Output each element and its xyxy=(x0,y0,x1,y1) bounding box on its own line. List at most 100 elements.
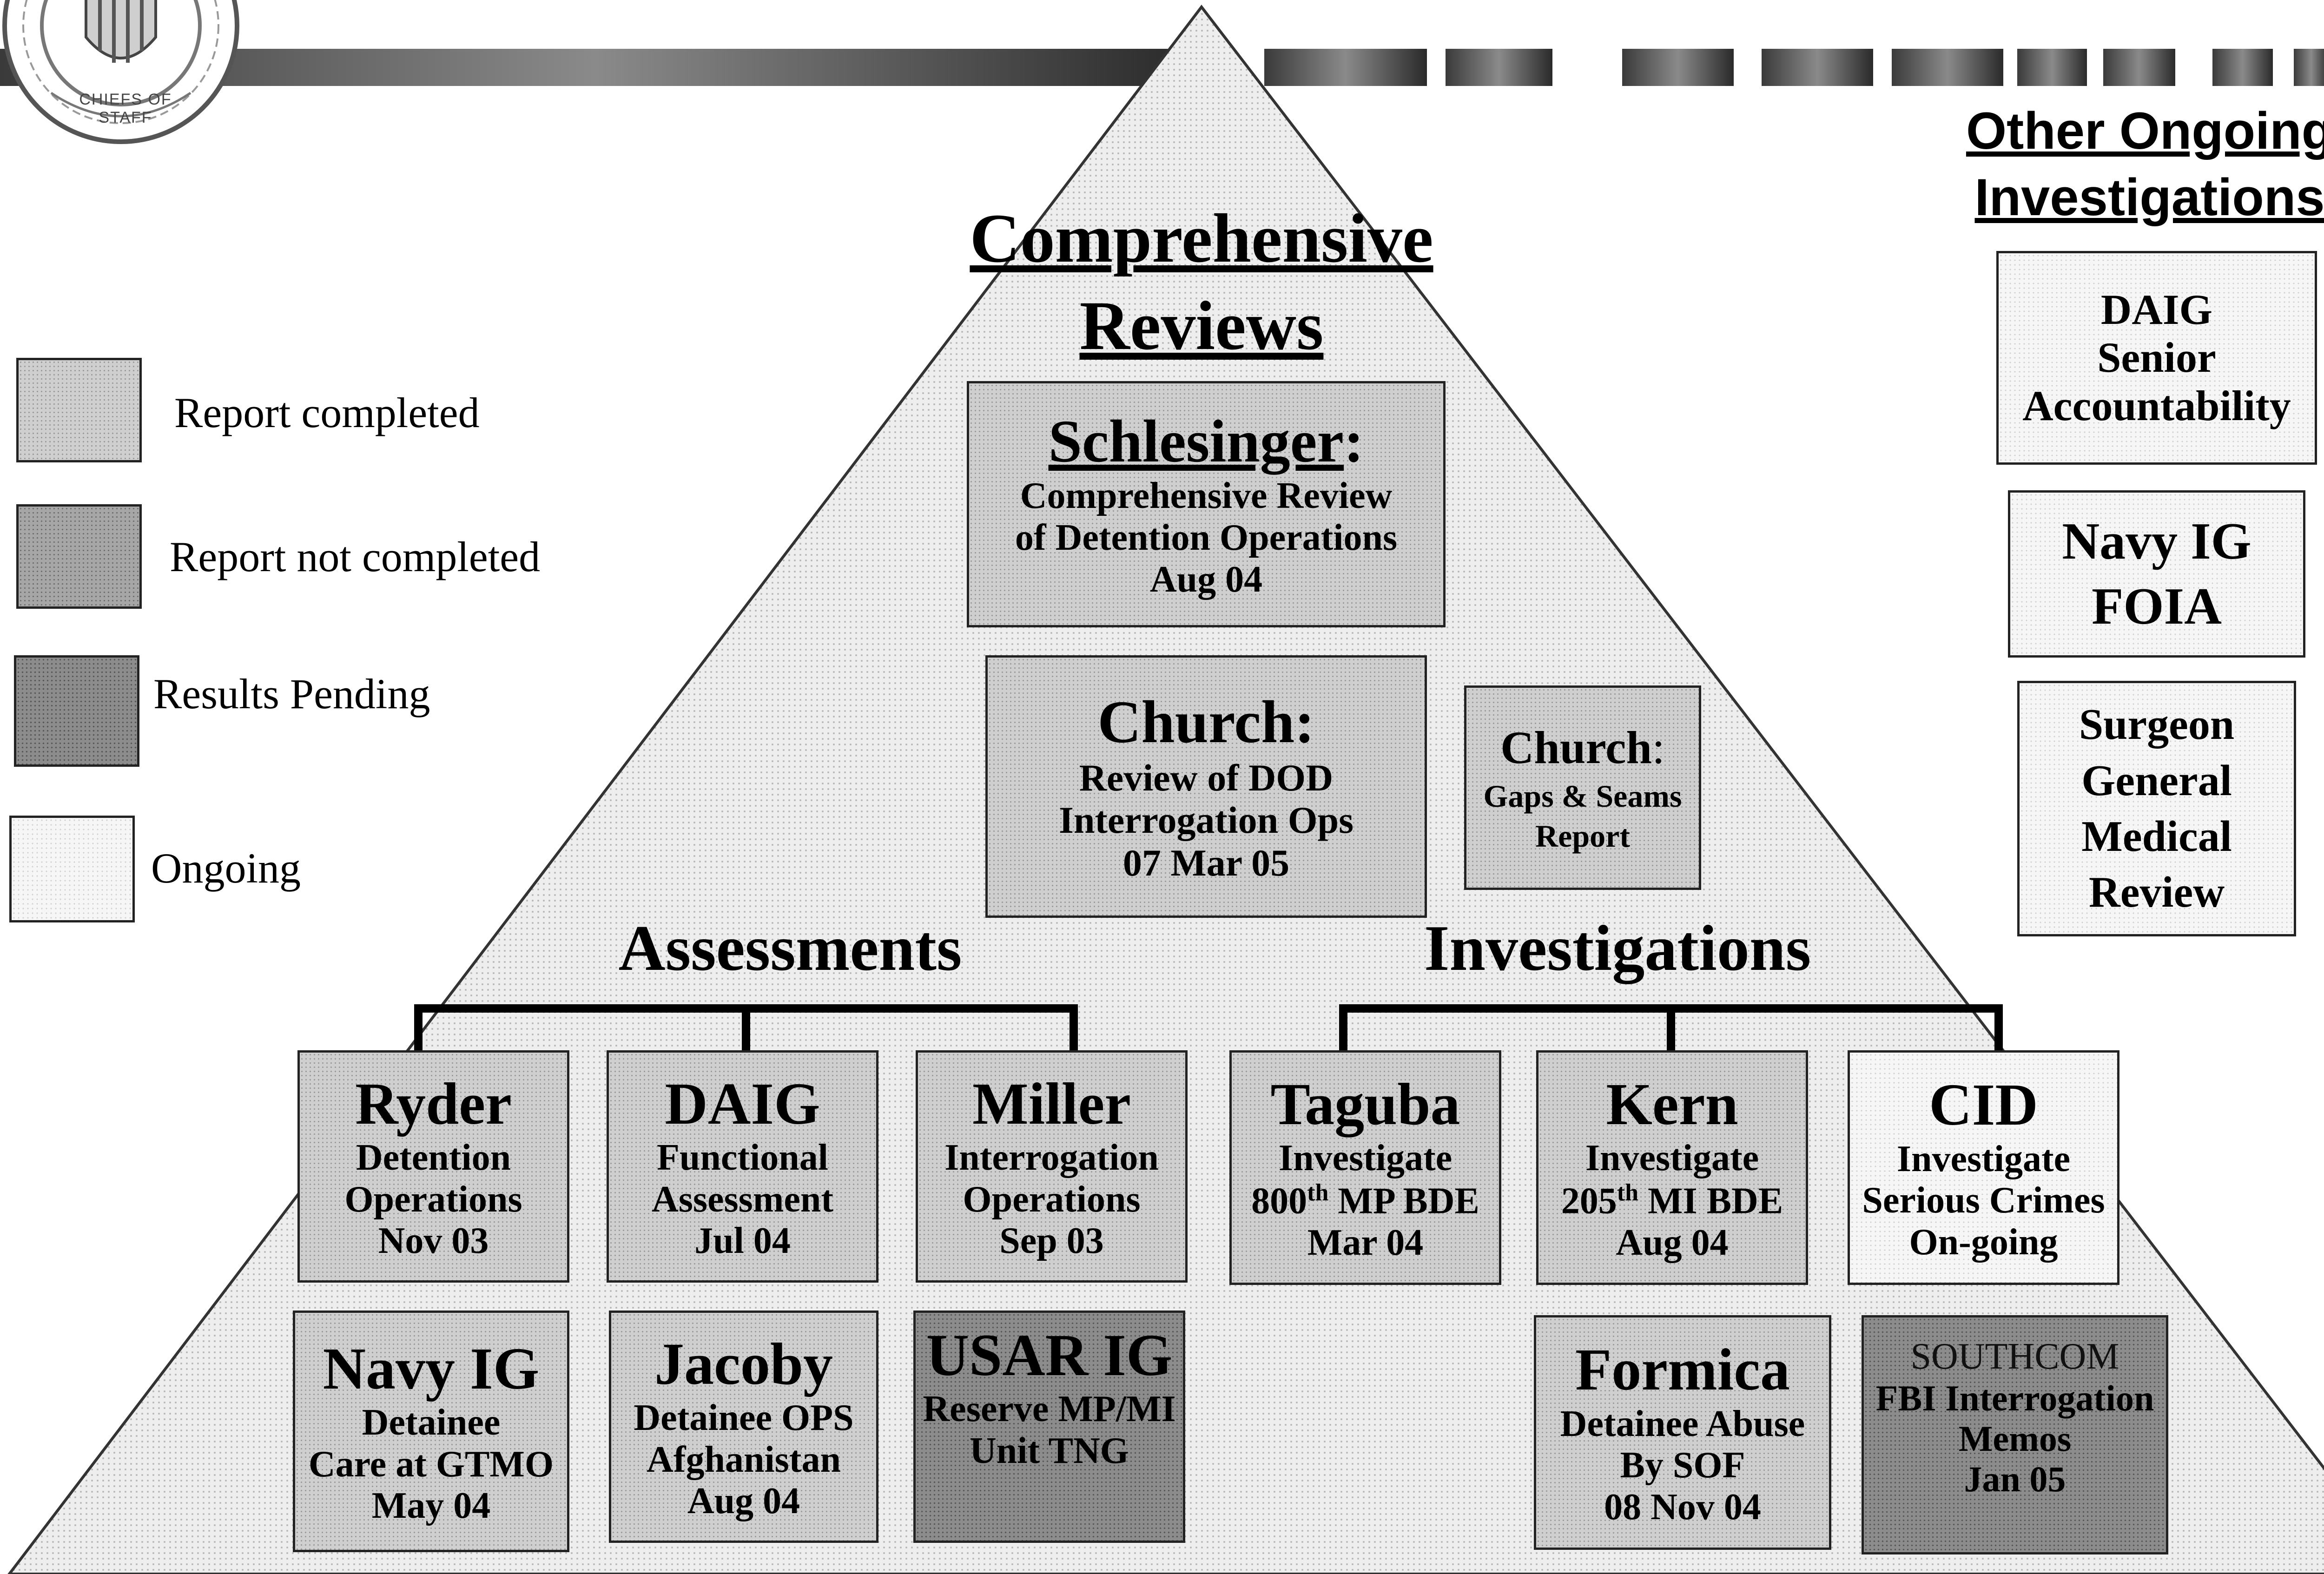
schlesinger-box: Schlesinger: Comprehensive Review of Det… xyxy=(967,381,1446,627)
ordinal-suffix: th xyxy=(1307,1179,1329,1206)
header-banner-bar xyxy=(0,49,2324,86)
legend-label-not-completed: Report not completed xyxy=(170,533,541,580)
legend-swatch-not-completed xyxy=(16,504,142,609)
box-line: Review xyxy=(2088,868,2225,917)
box-title: SOUTHCOM xyxy=(1910,1336,2119,1377)
taguba-box: Taguba Investigate 800th MP BDE Mar 04 xyxy=(1229,1050,1501,1285)
surgeon-general-review-box: Surgeon General Medical Review xyxy=(2017,681,2296,936)
box-line: Operations xyxy=(344,1179,522,1220)
navy-ig-foia-box: Navy IG FOIA xyxy=(2008,490,2305,658)
box-line: 205th MI BDE xyxy=(1561,1179,1783,1222)
box-line: FOIA xyxy=(2092,578,2222,635)
investigations-connector xyxy=(1339,1004,2003,1050)
daig-senior-accountability-box: DAIG Senior Accountability xyxy=(1996,251,2317,465)
southcom-fbi-box: SOUTHCOM FBI Interrogation Memos Jan 05 xyxy=(1862,1315,2168,1554)
legend-label-ongoing: Ongoing xyxy=(151,844,301,892)
legend-label-completed: Report completed xyxy=(174,389,480,436)
box-line: Investigate xyxy=(1278,1138,1452,1179)
box-line: Unit TNG xyxy=(969,1430,1129,1471)
box-line: Gaps & Seams xyxy=(1483,778,1682,814)
box-line: Aug 04 xyxy=(1616,1222,1729,1264)
kern-box: Kern Investigate 205th MI BDE Aug 04 xyxy=(1536,1050,1808,1285)
box-line: Detainee Abuse xyxy=(1560,1403,1805,1444)
box-title: Formica xyxy=(1575,1337,1790,1403)
box-line: Senior xyxy=(2097,334,2216,382)
box-line: 800th MP BDE xyxy=(1251,1179,1479,1222)
church-review-box: Church: Review of DOD Interrogation Ops … xyxy=(985,655,1427,918)
navy-ig-detainee-box: Navy IG Detainee Care at GTMO May 04 xyxy=(293,1311,569,1552)
box-line: Sep 03 xyxy=(999,1220,1104,1262)
assessments-heading: Assessments xyxy=(618,912,962,984)
box-line: Aug 04 xyxy=(1149,559,1263,600)
unit-name: MP BDE xyxy=(1328,1180,1479,1222)
title-colon: : xyxy=(1344,408,1364,475)
usar-ig-box: USAR IG Reserve MP/MI Unit TNG xyxy=(913,1311,1185,1543)
box-title: Kern xyxy=(1606,1071,1738,1138)
box-line: Afghanistan xyxy=(647,1439,841,1480)
box-line: 07 Mar 05 xyxy=(1122,842,1290,884)
box-title: Church: xyxy=(1097,688,1315,756)
box-line: Detainee OPS xyxy=(634,1397,854,1439)
box-title: Taguba xyxy=(1270,1071,1460,1138)
box-line: Assessment xyxy=(651,1179,834,1220)
investigations-heading: Investigations xyxy=(1424,912,1811,984)
box-line: Review of DOD xyxy=(1079,756,1334,799)
box-line: May 04 xyxy=(371,1485,491,1527)
formica-box: Formica Detainee Abuse By SOF 08 Nov 04 xyxy=(1534,1315,1831,1550)
box-line: DAIG xyxy=(2100,286,2213,334)
jacoby-box: Jacoby Detainee OPS Afghanistan Aug 04 xyxy=(609,1311,878,1543)
box-title: Navy IG xyxy=(323,1335,540,1402)
box-line: Report xyxy=(1535,818,1630,854)
box-line: Surgeon xyxy=(2079,700,2235,749)
page-title-line-1: Comprehensive xyxy=(970,200,1433,277)
title-colon: : xyxy=(1652,721,1665,773)
box-line: of Detention Operations xyxy=(1015,517,1398,558)
legend-swatch-pending xyxy=(14,655,139,767)
legend-swatch-ongoing xyxy=(9,816,135,922)
unit-name: MI BDE xyxy=(1638,1180,1783,1222)
box-title: Ryder xyxy=(355,1070,512,1137)
seal-text: CHIEFS OF STAFF xyxy=(79,91,172,126)
box-line: General xyxy=(2081,756,2232,805)
box-line: Jul 04 xyxy=(694,1220,791,1262)
box-title: DAIG xyxy=(665,1070,820,1137)
box-title: USAR IG xyxy=(926,1322,1173,1388)
unit-number: 205 xyxy=(1561,1180,1617,1222)
box-line: 08 Nov 04 xyxy=(1604,1486,1761,1528)
box-title: Miller xyxy=(972,1070,1131,1137)
page-title-line-2: Reviews xyxy=(1079,287,1324,364)
box-line: By SOF xyxy=(1620,1445,1745,1486)
box-line: Investigate xyxy=(1896,1138,2071,1179)
other-heading-line-2: Investigations xyxy=(1974,168,2324,227)
page-title: Comprehensive Reviews xyxy=(911,195,1492,369)
ryder-box: Ryder Detention Operations Nov 03 xyxy=(297,1050,569,1283)
other-heading-line-1: Other Ongoing xyxy=(1966,102,2324,160)
box-line: Reserve MP/MI xyxy=(923,1389,1176,1430)
box-line: Accountability xyxy=(2022,382,2291,429)
church-gaps-title: Church xyxy=(1500,721,1652,773)
legend-swatch-completed xyxy=(16,358,142,462)
box-line: Functional xyxy=(657,1137,828,1179)
box-title: Schlesinger: xyxy=(1049,408,1364,476)
box-line: Nov 03 xyxy=(378,1220,489,1262)
box-line: On-going xyxy=(1909,1221,2058,1263)
box-line: Care at GTMO xyxy=(308,1443,554,1485)
legend-label-pending: Results Pending xyxy=(153,670,430,718)
box-line: Detention xyxy=(356,1137,511,1179)
miller-box: Miller Interrogation Operations Sep 03 xyxy=(916,1050,1188,1283)
assessments-connector xyxy=(414,1004,1078,1050)
box-title: Church: xyxy=(1500,722,1665,774)
box-line: Aug 04 xyxy=(687,1481,800,1522)
unit-number: 800 xyxy=(1251,1180,1307,1222)
box-line: Interrogation Ops xyxy=(1058,799,1354,842)
box-line: Mar 04 xyxy=(1307,1222,1424,1264)
box-title: CID xyxy=(1929,1072,2038,1138)
box-line: Detainee xyxy=(362,1402,501,1443)
box-line: Navy IG xyxy=(2062,513,2251,570)
box-line: Operations xyxy=(963,1179,1141,1220)
daig-functional-box: DAIG Functional Assessment Jul 04 xyxy=(607,1050,878,1283)
joint-chiefs-seal xyxy=(2,0,239,144)
church-gaps-seams-box: Church: Gaps & Seams Report xyxy=(1464,685,1701,890)
box-line: FBI Interrogation xyxy=(1875,1377,2154,1418)
box-line: Jan 05 xyxy=(1964,1459,2066,1500)
